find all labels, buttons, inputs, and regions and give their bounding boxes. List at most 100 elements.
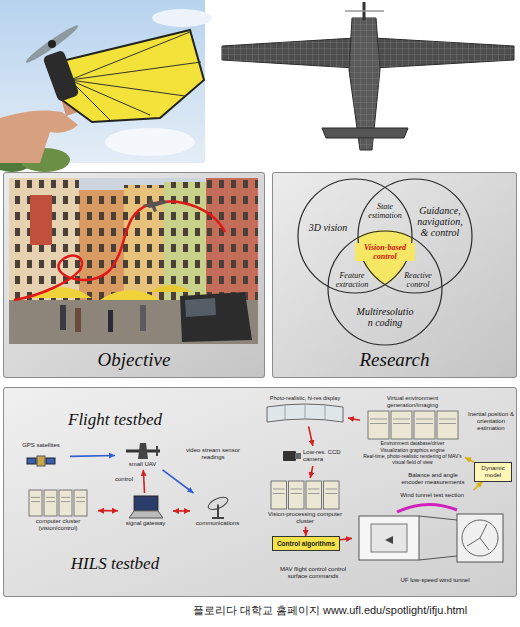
uav-icon bbox=[123, 442, 163, 460]
annotation-label: Vision-based control bbox=[355, 243, 415, 261]
text-slot: control bbox=[110, 476, 138, 483]
text-slot: UF low-speed wind tunnel bbox=[380, 577, 490, 584]
text-slot: Balance and angle encoder measurements bbox=[398, 472, 468, 486]
annotation-label: Reactive control bbox=[398, 272, 438, 289]
edge-label: control bbox=[110, 476, 138, 483]
slide-panel: Objective bbox=[3, 172, 265, 378]
screen-icon bbox=[265, 402, 345, 424]
text-slot: video stream sensor readings bbox=[178, 447, 248, 461]
annotation-label: State estimation bbox=[365, 202, 405, 220]
equipment-label: Real-time, photo-realistic rendering of … bbox=[362, 454, 463, 466]
text-slot: Feature extraction bbox=[332, 272, 372, 289]
flow-arrow bbox=[173, 510, 190, 512]
equipment-label: Low-res. CCD camera bbox=[303, 449, 348, 463]
venn-center-region bbox=[327, 230, 443, 346]
equipment-node: small UAV bbox=[115, 440, 170, 470]
text-slot: MAV flight control control surface comma… bbox=[272, 566, 354, 580]
equipment-label: GPS satellites bbox=[22, 442, 60, 449]
equipment-label: Virtual environment generation/imaging bbox=[362, 395, 463, 409]
equipment-node: Vision-processing computer cluster bbox=[262, 478, 348, 527]
slide-title: Objective bbox=[3, 349, 265, 371]
caption: 플로리다 대학교 홈페이지 www.ufl.edu/spotlight/ifju… bbox=[140, 603, 520, 617]
process-box: Control algorithms bbox=[272, 536, 340, 551]
flow-arrow bbox=[310, 466, 313, 478]
venn-circle-outline bbox=[298, 179, 412, 293]
equipment-node: GPS satellites bbox=[12, 440, 70, 474]
equipment-label: Vision-processing computer cluster bbox=[264, 511, 346, 525]
slide-title: HILS testbed bbox=[40, 554, 190, 574]
annotation-label: UF low-speed wind tunnel bbox=[380, 577, 490, 584]
equipment-node: Virtual environment generation/imagingEn… bbox=[360, 393, 465, 468]
equipment-label: computer cluster (vision/control) bbox=[20, 518, 96, 532]
text-slot: Reactive control bbox=[398, 272, 438, 289]
slide-panel: Flight testbedHILS testbed GPS satellites… bbox=[3, 387, 517, 597]
flow-arrow bbox=[143, 470, 144, 493]
annotation-label: Feature extraction bbox=[332, 272, 372, 289]
equipment-label: Visualization graphics engine bbox=[380, 448, 445, 454]
edge-label: video stream sensor readings bbox=[178, 447, 248, 461]
venn-label: 3D vision bbox=[303, 222, 353, 234]
venn-circle-outline bbox=[358, 179, 472, 293]
process-box: Dynamic model bbox=[474, 462, 512, 482]
flow-arrow bbox=[70, 455, 115, 457]
text-slot: Guidance, navigation, & control bbox=[414, 205, 466, 238]
text-slot: Inertial position & orientation estimati… bbox=[467, 411, 515, 432]
flow-arrow bbox=[465, 457, 474, 462]
text-slot: Objective bbox=[3, 349, 265, 371]
venn-circle-outline bbox=[328, 231, 442, 345]
equipment-label: Environment database/driver bbox=[381, 441, 445, 447]
slide-title: Flight testbed bbox=[40, 410, 190, 430]
equipment-label: Photo-realistic, hi-res display bbox=[270, 395, 340, 401]
equipment-label: Wind tunnel test section bbox=[400, 492, 464, 499]
slide-title: Research bbox=[272, 349, 517, 371]
tunnel-icon bbox=[357, 500, 507, 566]
mav-in-hand-photo bbox=[0, 0, 212, 172]
equipment-node: Photo-realistic, hi-res display bbox=[262, 393, 348, 426]
text-slot: Research bbox=[272, 349, 517, 371]
flow-arrow bbox=[474, 482, 483, 490]
equipment-label: signal gateway bbox=[126, 520, 166, 527]
process-label: Dynamic model bbox=[477, 465, 509, 479]
text-slot: State estimation bbox=[365, 202, 405, 220]
gps-icon bbox=[26, 450, 56, 472]
equipment-node: communications bbox=[190, 493, 245, 529]
text-slot: HILS testbed bbox=[40, 554, 190, 574]
edge-label: Inertial position & orientation estimati… bbox=[467, 411, 515, 432]
process-label: Control algorithms bbox=[277, 540, 335, 547]
cluster-icon bbox=[28, 489, 88, 517]
edge-label: MAV flight control control surface comma… bbox=[272, 566, 354, 580]
cluster-icon bbox=[270, 480, 340, 510]
flow-arrow bbox=[348, 418, 360, 420]
flow-arrow bbox=[309, 426, 313, 446]
laptop-icon bbox=[129, 495, 163, 519]
street-photo bbox=[9, 178, 258, 344]
equipment-label: communications bbox=[196, 520, 239, 527]
text-slot: Multiresolutio n coding bbox=[353, 306, 417, 328]
edge-label: Balance and angle encoder measurements bbox=[398, 472, 468, 486]
text-slot: 3D vision bbox=[303, 222, 353, 234]
antenna-icon bbox=[203, 495, 233, 519]
cluster-icon bbox=[367, 410, 459, 440]
venn-label: Multiresolutio n coding bbox=[353, 306, 417, 328]
slide-backgrounds bbox=[3, 172, 517, 597]
text-slot: Flight testbed bbox=[40, 410, 190, 430]
text-slot: 플로리다 대학교 홈페이지 www.ufl.edu/spotlight/ifju… bbox=[140, 603, 520, 617]
mav-render bbox=[215, 0, 520, 163]
equipment-node: signal gateway bbox=[118, 493, 173, 529]
equipment-label: small UAV bbox=[129, 461, 157, 468]
equipment-node: Low-res. CCD camera bbox=[280, 446, 350, 466]
venn-label: Guidance, navigation, & control bbox=[414, 205, 466, 238]
flow-arrow bbox=[163, 470, 194, 493]
equipment-node: Wind tunnel test section bbox=[352, 490, 512, 568]
equipment-node: computer cluster (vision/control) bbox=[18, 487, 98, 534]
flow-arrow bbox=[98, 510, 118, 512]
slide-panel: Research 3D vision Guidance, navigation, &… bbox=[272, 172, 517, 378]
flow-arrow bbox=[340, 538, 352, 539]
camera-icon bbox=[282, 448, 302, 464]
text-slot: Vision-based control bbox=[355, 243, 415, 261]
flow-arrow bbox=[305, 527, 307, 536]
